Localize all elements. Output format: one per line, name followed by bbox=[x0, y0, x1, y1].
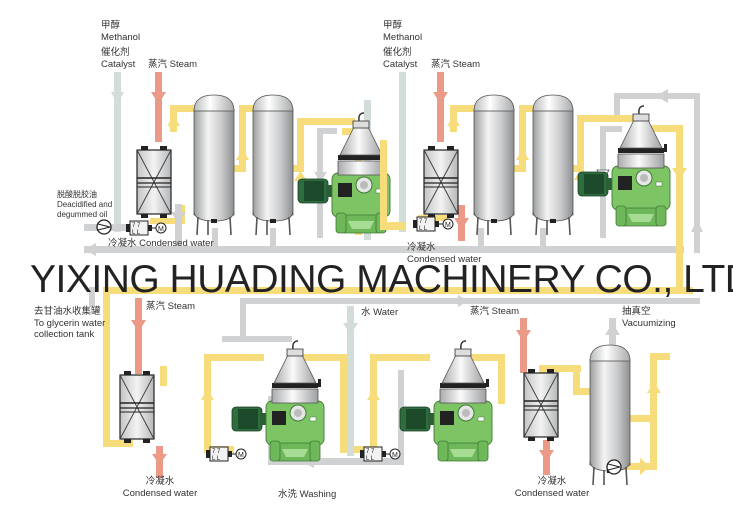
vacuum-label: 抽真空 Vacuumizing bbox=[622, 306, 676, 329]
methanol-catalyst-line-1 bbox=[111, 72, 124, 232]
glycerin-en2: collection tank bbox=[34, 329, 95, 340]
top-section bbox=[84, 72, 703, 290]
reactor-tank-1a bbox=[193, 94, 235, 236]
catalyst-label-1: 催化剂 Catalyst bbox=[101, 47, 135, 70]
transfer-line-hx3 bbox=[103, 440, 133, 447]
condensed-en: Condensed water bbox=[514, 487, 590, 499]
vacuum-zh: 抽真空 bbox=[622, 306, 651, 317]
heat-exchanger-1 bbox=[136, 145, 172, 219]
condensed-zh: 冷凝水 bbox=[537, 476, 567, 487]
transfer-line-down bbox=[103, 287, 110, 447]
arrow-right bbox=[458, 295, 468, 307]
condensed-water-label-2: 冷凝水 Condensed water bbox=[407, 242, 481, 265]
feed-oil-en2: degummed oil bbox=[57, 210, 108, 219]
methanol-zh: 甲醇 bbox=[101, 20, 121, 31]
catalyst-label-2: 催化剂 Catalyst bbox=[383, 47, 417, 70]
methanol-en: Methanol bbox=[383, 31, 423, 43]
steam-line-3 bbox=[131, 298, 167, 478]
heat-exchanger-2 bbox=[423, 145, 459, 219]
methanol-catalyst-line-2 bbox=[380, 72, 406, 232]
vacuum-en: Vacuumizing bbox=[622, 317, 676, 329]
feed-pump-icon bbox=[96, 219, 112, 235]
steam-line-1 bbox=[151, 72, 166, 142]
glycerin-tank-label: 去甘油水收集罐 To glycerin water collection tan… bbox=[34, 306, 105, 341]
condensed-zh: 冷凝水 bbox=[407, 242, 436, 253]
catalyst-en: Catalyst bbox=[101, 58, 136, 70]
heat-exchanger-4 bbox=[523, 368, 559, 442]
steam-line-2 bbox=[433, 72, 469, 241]
oil-line-3 bbox=[160, 353, 670, 475]
catalyst-zh: 催化剂 bbox=[101, 47, 130, 58]
water-label: 水 Water bbox=[361, 307, 399, 318]
steam-label-2: 蒸汽 Steam bbox=[431, 59, 481, 70]
steam-label-4: 蒸汽 Steam bbox=[470, 306, 520, 317]
glycerin-en1: To glycerin water bbox=[34, 317, 106, 329]
company-watermark: YIXING HUADING MACHINERY CO., LTD. bbox=[30, 258, 733, 301]
condensed-zh: 冷凝水 bbox=[145, 476, 175, 487]
metering-pump-2-icon bbox=[412, 216, 454, 233]
glycerin-outlet-line bbox=[89, 287, 95, 307]
methanol-zh: 甲醇 bbox=[383, 20, 403, 31]
steam-label-3: 蒸汽 Steam bbox=[146, 301, 196, 312]
condensed-water-label-3: 冷凝水 Condensed water bbox=[118, 476, 202, 499]
condensed-en: Condensed water bbox=[407, 253, 482, 265]
condensed-en: Condensed water bbox=[122, 487, 198, 499]
bottom-section bbox=[119, 298, 670, 486]
discharge-pump-icon bbox=[606, 459, 622, 475]
methanol-label-1: 甲醇 Methanol bbox=[101, 20, 140, 43]
methanol-label-2: 甲醇 Methanol bbox=[383, 20, 422, 43]
catalyst-en: Catalyst bbox=[383, 58, 418, 70]
reactor-tank-2a bbox=[473, 94, 515, 236]
water-return-line bbox=[240, 298, 700, 304]
feed-oil-en1: Deacidified and bbox=[57, 200, 113, 209]
transfer-line bbox=[103, 287, 693, 294]
separator-2 bbox=[577, 105, 671, 227]
steam-line-4 bbox=[516, 318, 554, 475]
feed-oil-zh: 脱酸脱胶油 bbox=[57, 190, 97, 199]
heat-exchanger-3 bbox=[119, 370, 155, 444]
condensed-water-label-4: 冷凝水 Condensed water bbox=[510, 476, 594, 499]
glycerin-zh: 去甘油水收集罐 bbox=[34, 306, 101, 317]
reactor-tank-2b bbox=[532, 94, 574, 236]
catalyst-zh: 催化剂 bbox=[383, 47, 412, 58]
water-line bbox=[343, 306, 358, 456]
steam-label-1: 蒸汽 Steam bbox=[148, 59, 198, 70]
washing-label: 水洗 Washing bbox=[278, 489, 337, 500]
metering-pump-1-icon bbox=[125, 220, 167, 237]
metering-pump-3-icon bbox=[205, 446, 247, 463]
reactor-tank-1b bbox=[252, 94, 294, 236]
feed-oil-label: 脱酸脱胶油 Deacidified and degummed oil bbox=[57, 190, 112, 220]
vacuum-line bbox=[605, 318, 620, 348]
methanol-en: Methanol bbox=[101, 31, 141, 43]
condensed-water-label-1: 冷凝水 Condensed water bbox=[108, 238, 214, 249]
